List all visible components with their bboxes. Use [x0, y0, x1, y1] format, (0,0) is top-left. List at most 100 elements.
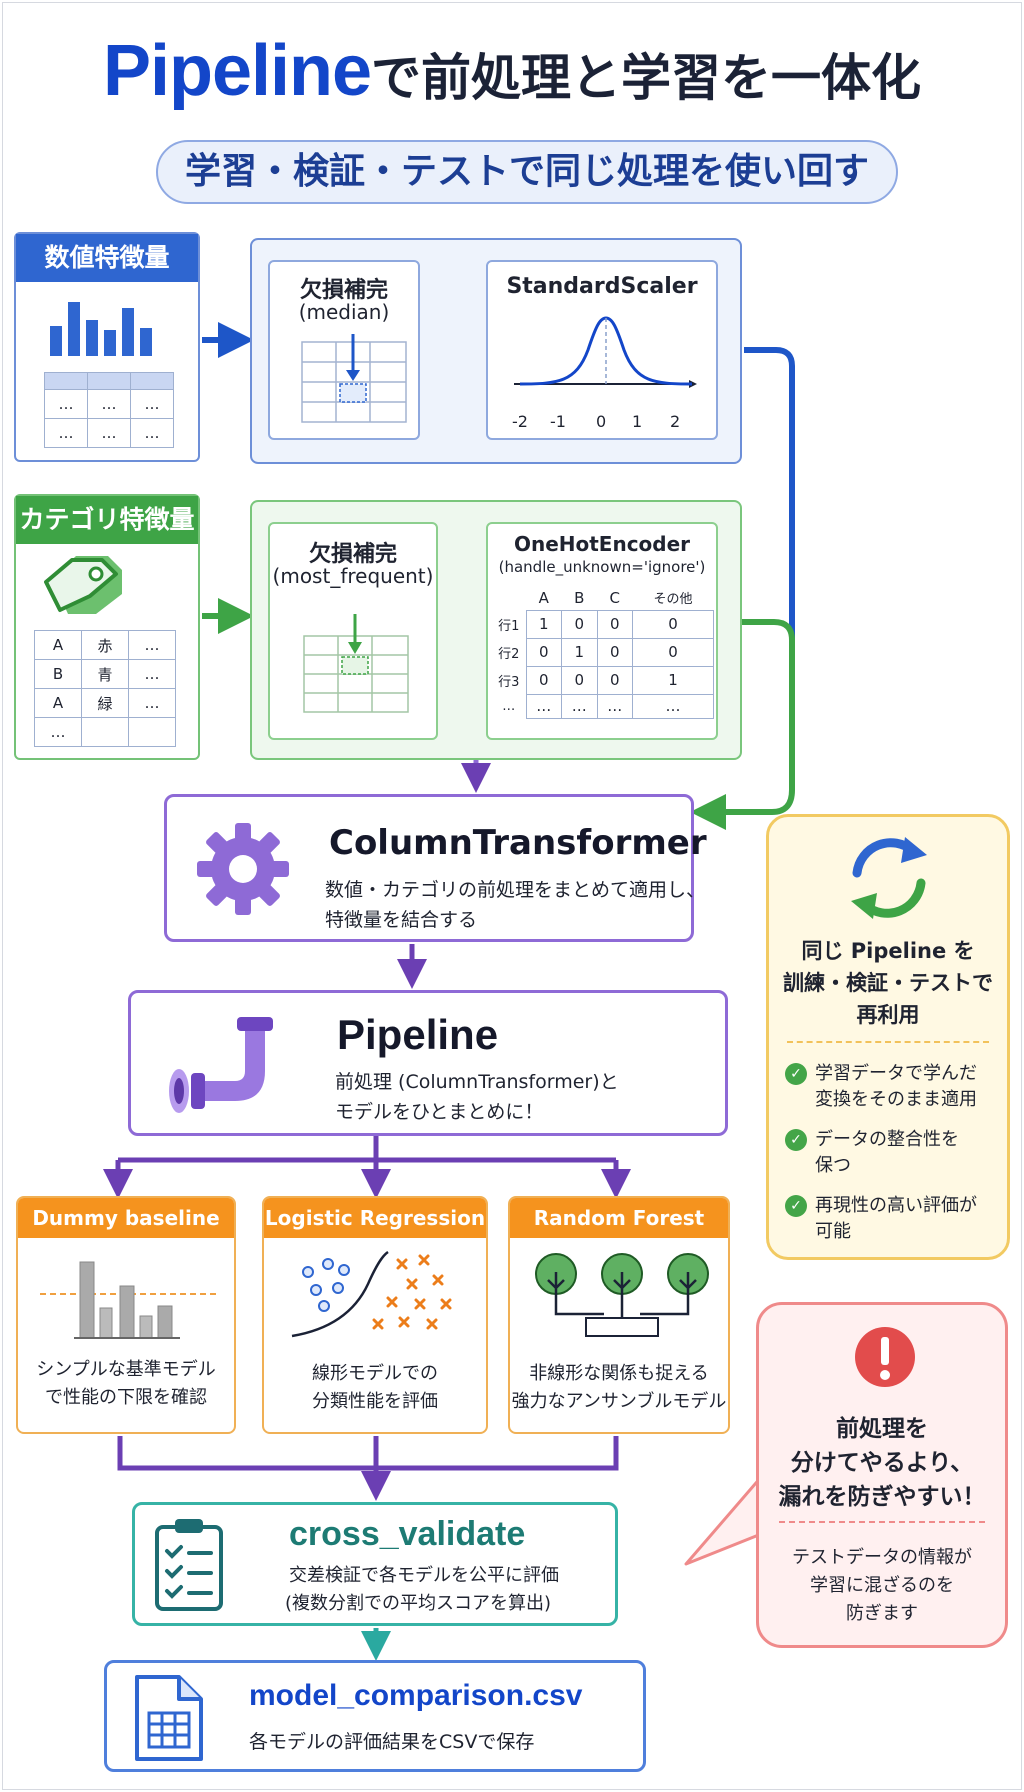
cross-validate-desc-2: (複数分割での平均スコアを算出) — [285, 1593, 552, 1614]
matrix-cell: 1 — [632, 665, 714, 695]
column-transformer-title: ColumnTransformer — [329, 823, 707, 863]
check-text-1: データの整合性を — [815, 1129, 959, 1150]
tick-label: 0 — [596, 412, 607, 431]
table-cell: … — [87, 418, 131, 448]
tick-label: -2 — [512, 412, 528, 431]
table-cell — [128, 717, 176, 747]
table-cell: 青 — [80, 659, 130, 689]
tag-icon — [44, 556, 122, 614]
row-label: 行3 — [498, 674, 520, 690]
table-cell: 赤 — [80, 630, 130, 660]
column-header: B — [574, 588, 585, 607]
column-transformer-desc-1: 数値・カテゴリの前処理をまとめて適用し、 — [325, 879, 706, 901]
model-desc-2: 強力なアンサンブルモデル — [511, 1391, 727, 1412]
onehot-encoder-card: OneHotEncoder (handle_unknown='ignore') … — [486, 522, 718, 740]
model-desc-2: 分類性能を評価 — [312, 1391, 438, 1412]
impute-subtitle: (most_frequent) — [272, 564, 434, 588]
matrix-cell: 1 — [561, 637, 598, 667]
check-icon: ✓ — [785, 1063, 807, 1085]
matrix-cell: 0 — [632, 637, 714, 667]
exclamation-icon — [855, 1327, 915, 1387]
matrix-cell: … — [596, 693, 634, 719]
leak-title-3: 漏れを防ぎやすい！ — [778, 1484, 986, 1510]
matrix-cell: 0 — [596, 637, 634, 667]
subtitle-pill: 学習・検証・テストで同じ処理を使い回す — [156, 140, 898, 204]
model-card-dummy: Dummy baseline シンプルな基準モデル で性能の下限を確認 — [16, 1196, 236, 1434]
matrix-cell: 1 — [525, 609, 563, 639]
table-cell: … — [44, 389, 88, 419]
matrix-cell: … — [525, 693, 563, 719]
table-cell — [80, 717, 130, 747]
onehot-matrix: A B C その他 行1 1 0 0 0 行2 0 1 0 0 行3 0 — [492, 586, 714, 719]
table-cell: … — [128, 659, 176, 689]
impute-grid-icon — [301, 334, 407, 423]
model-desc-1: シンプルな基準モデル — [36, 1359, 216, 1380]
matrix-cell: 0 — [596, 665, 634, 695]
column-transformer-desc-2: 特徴量を結合する — [325, 909, 478, 931]
encoder-subtitle: (handle_unknown='ignore') — [498, 558, 706, 576]
row-label: 行2 — [498, 646, 520, 662]
leak-prevention-panel: 前処理を 分けてやるより、 漏れを防ぎやすい！ テストデータの情報が 学習に混ざ… — [756, 1302, 1008, 1648]
table-cell: … — [87, 389, 131, 419]
model-name: Random Forest — [510, 1198, 728, 1238]
numeric-impute-card: 欠損補完 (median) — [268, 260, 420, 440]
numeric-data-table: ……… ……… — [44, 372, 174, 448]
table-cell: … — [34, 717, 82, 747]
column-header: その他 — [653, 592, 693, 608]
table-cell: B — [34, 659, 82, 689]
check-icon: ✓ — [785, 1129, 807, 1151]
check-text-1: 学習データで学んだ — [815, 1063, 977, 1084]
impute-title: 欠損補完 — [299, 278, 388, 303]
leak-title-2: 分けてやるより、 — [790, 1450, 974, 1476]
row-label: 行1 — [498, 618, 520, 634]
check-text-1: 再現性の高い評価が — [815, 1195, 977, 1216]
cross-validate-title: cross_validate — [289, 1515, 526, 1553]
normal-curve-icon — [514, 316, 697, 388]
check-item: ✓ データの整合性を 保つ — [785, 1127, 1005, 1183]
check-item: ✓ 再現性の高い評価が 可能 — [785, 1193, 1005, 1249]
model-name: Logistic Regression — [264, 1198, 486, 1238]
column-header: A — [538, 588, 549, 607]
spreadsheet-file-icon — [135, 1675, 203, 1761]
matrix-cell: … — [632, 693, 714, 719]
title-highlight: Pipeline — [102, 31, 372, 111]
output-title: model_comparison.csv — [249, 1679, 583, 1712]
cross-validate-desc-1: 交差検証で各モデルを公平に評価 — [289, 1565, 559, 1586]
model-desc-2: で性能の下限を確認 — [45, 1387, 207, 1408]
scaler-title: StandardScaler — [506, 274, 698, 299]
divider — [779, 1521, 985, 1523]
column-transformer-box: ColumnTransformer 数値・カテゴリの前処理をまとめて適用し、 特… — [164, 794, 707, 942]
check-text-2: 保つ — [815, 1155, 851, 1176]
check-text-2: 変換をそのまま適用 — [815, 1089, 977, 1110]
leak-title-1: 前処理を — [836, 1416, 928, 1442]
matrix-cell: 0 — [525, 665, 563, 695]
impute-title: 欠損補完 — [308, 542, 397, 567]
page-title: Pipelineで前処理と学習を一体化 — [0, 30, 1024, 112]
check-icon: ✓ — [785, 1195, 807, 1217]
reuse-title-1: 同じ Pipeline を — [801, 939, 975, 963]
leak-desc-1: テストデータの情報が — [792, 1547, 972, 1568]
check-text-2: 可能 — [815, 1221, 851, 1242]
title-rest: で前処理と学習を一体化 — [371, 49, 922, 107]
table-cell: A — [34, 630, 82, 660]
table-cell: … — [128, 688, 176, 718]
refresh-cycle-icon — [851, 837, 927, 919]
pipeline-box: Pipeline 前処理 (ColumnTransformer)と モデルをひと… — [128, 990, 728, 1136]
reuse-title-3: 再利用 — [856, 1003, 920, 1027]
leak-desc-3: 防ぎます — [846, 1603, 918, 1624]
model-desc-1: 非線形な関係も捉える — [529, 1363, 709, 1384]
matrix-cell: 0 — [561, 665, 598, 695]
check-item: ✓ 学習データで学んだ 変換をそのまま適用 — [785, 1061, 1005, 1117]
output-csv-box: model_comparison.csv 各モデルの評価結果をCSVで保存 — [104, 1660, 646, 1772]
table-cell: … — [130, 418, 174, 448]
table-cell: A — [34, 688, 82, 718]
gear-icon — [197, 823, 289, 915]
categorical-impute-card: 欠損補完 (most_frequent) — [268, 522, 438, 740]
cross-validate-box: cross_validate 交差検証で各モデルを公平に評価 (複数分割での平均… — [132, 1502, 618, 1626]
forest-icon — [535, 1253, 709, 1337]
model-card-logistic: Logistic Regression 線形モデルでの 分類性能を評価 — [262, 1196, 488, 1434]
numeric-feature-box: 数値特徴量 ……… ……… — [14, 232, 200, 462]
output-desc: 各モデルの評価結果をCSVで保存 — [249, 1731, 535, 1753]
